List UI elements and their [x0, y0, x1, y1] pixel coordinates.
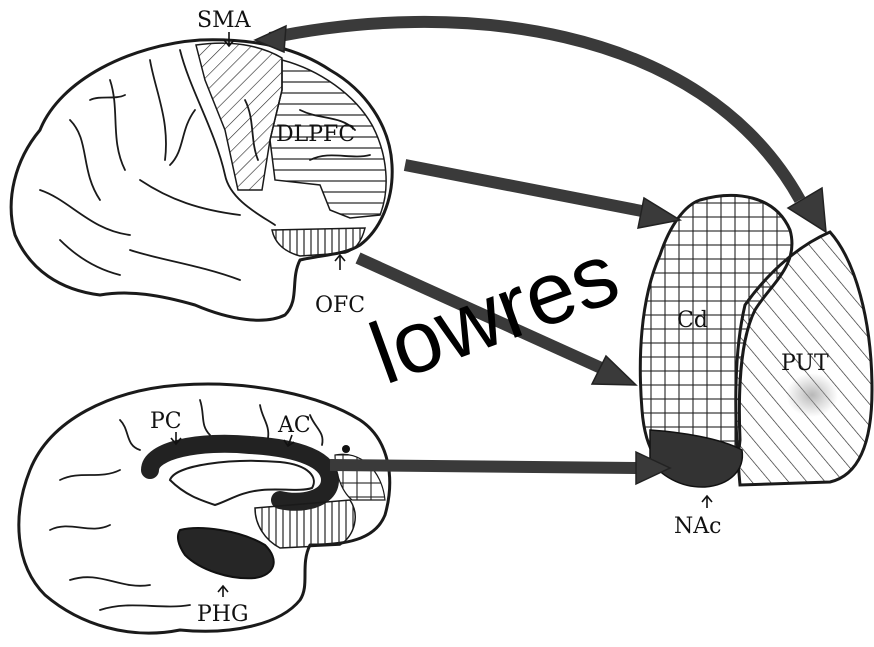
label-cd: Cd	[677, 308, 708, 333]
label-phg: PHG	[197, 602, 249, 627]
medial-brain	[19, 384, 390, 633]
label-ac: AC	[277, 413, 311, 438]
arrow-medial-nac	[330, 465, 640, 468]
label-dlpfc: DLPFC	[276, 122, 355, 147]
label-pc: PC	[150, 409, 182, 434]
label-nac: NAc	[674, 514, 721, 539]
label-ofc: OFC	[315, 293, 365, 318]
arrow-dlpfc-cd	[405, 165, 652, 213]
striatum	[640, 195, 872, 487]
label-sma: SMA	[197, 8, 252, 33]
lateral-brain	[11, 40, 392, 320]
label-put: PUT	[781, 351, 829, 376]
watermark-text: lowres	[358, 223, 631, 403]
